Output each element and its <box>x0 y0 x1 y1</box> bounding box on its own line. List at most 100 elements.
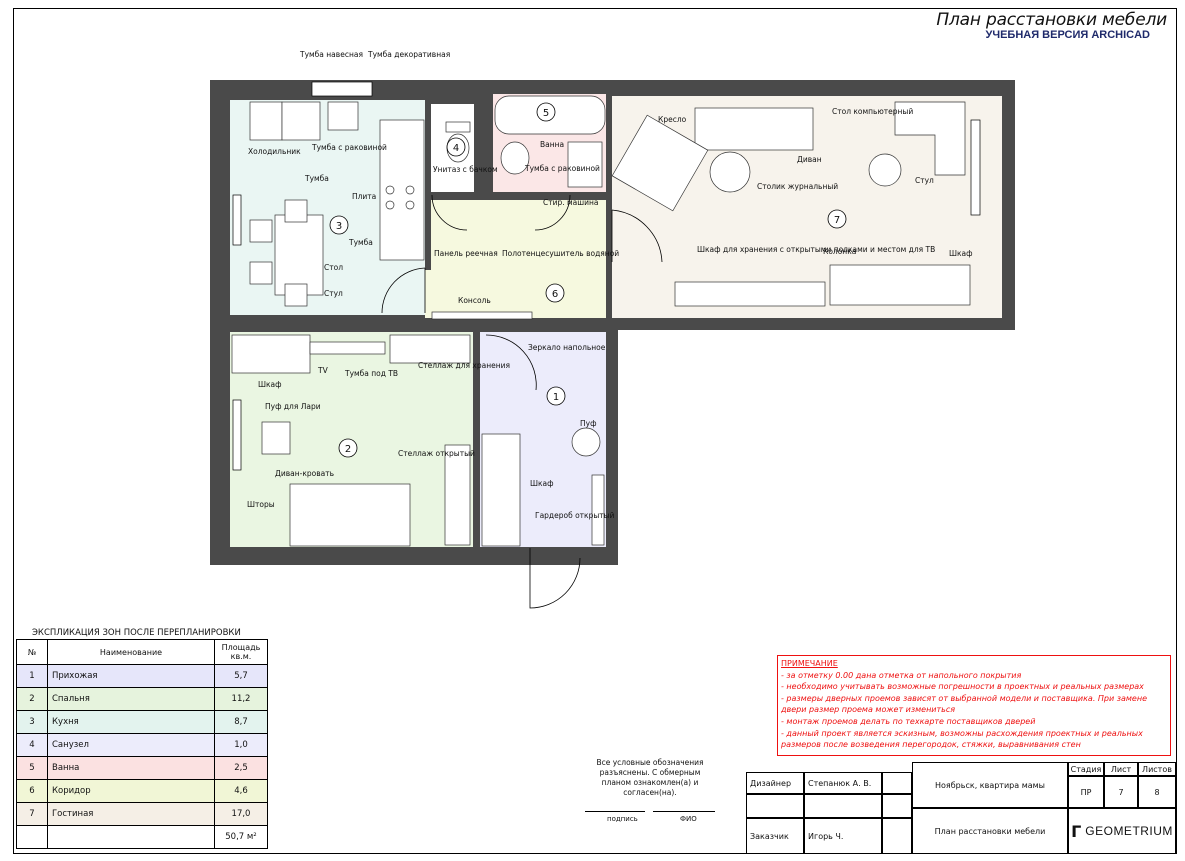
label-stellazh-hran: Стеллаж для хранения <box>418 361 510 370</box>
note-heading: ПРИМЕЧАНИЕ <box>781 659 838 668</box>
fio-label: ФИО <box>680 815 697 823</box>
geometrium-logo-icon: Γ <box>1071 821 1082 841</box>
row-name: Санузел <box>47 733 215 757</box>
console <box>431 311 533 320</box>
label-unitaz: Унитаз с бачком <box>433 165 498 174</box>
label-tumba-tv: Тумба под ТВ <box>344 369 398 378</box>
label-shkaf-tv: Шкаф для хранения с открытыми полками и … <box>697 245 935 254</box>
note-line: - размеры дверных проемов зависят от выб… <box>781 693 1148 703</box>
row-name: Прихожая <box>47 664 215 688</box>
designer-name: Степанюк А. В. <box>804 772 882 794</box>
row-name: Спальня <box>47 687 215 711</box>
label-stul-living: Стул <box>915 176 934 185</box>
label-shkaf-bed: Шкаф <box>258 380 282 389</box>
bedroom-furniture <box>231 334 471 547</box>
row-num: 7 <box>16 802 48 826</box>
room-number-markers <box>329 102 847 458</box>
label-vanna: Ванна <box>540 140 564 149</box>
label-stol: Стол <box>324 263 343 272</box>
sheet-title: План расстановки мебели <box>912 808 1068 854</box>
drawing-title: План расстановки мебели <box>936 10 1167 30</box>
label-stul-kitchen: Стул <box>324 289 343 298</box>
living-furniture <box>611 101 971 307</box>
row-name: Гостиная <box>47 802 215 826</box>
hall-furniture <box>481 427 605 547</box>
explication-caption: ЭКСПЛИКАЦИЯ ЗОН ПОСЛЕ ПЕРЕПЛАНИРОВКИ <box>32 628 241 638</box>
total-area: 50,7 м² <box>214 825 268 849</box>
row-area: 5,7 <box>214 664 268 688</box>
note-line: двери размер проема может измениться <box>781 705 956 715</box>
room-number-7: 7 <box>834 215 840 226</box>
room-number-3: 3 <box>336 221 342 232</box>
label-tumba-navesnaya: Тумба навесная <box>299 50 363 59</box>
label-shkaf-hall: Шкаф <box>530 479 554 488</box>
label-stellazh-otkr: Стеллаж открытый <box>398 449 475 458</box>
label-kolonka: Колонка <box>823 247 856 256</box>
label-garderob: Гардероб открытый <box>535 511 615 520</box>
row-num: 5 <box>16 756 48 780</box>
label-puf-lari: Пуф для Лари <box>265 402 321 411</box>
label-zerkalo: Зеркало напольное <box>528 343 606 352</box>
explication-table: ЭКСПЛИКАЦИЯ ЗОН ПОСЛЕ ПЕРЕПЛАНИРОВКИ № Н… <box>16 627 268 849</box>
label-kreslo: Кресло <box>658 115 687 124</box>
label-stolik: Столик журнальный <box>757 182 838 191</box>
customer-label: Заказчик <box>746 818 804 854</box>
label-holodilnik: Холодильник <box>248 147 301 156</box>
row-name: Кухня <box>47 710 215 734</box>
sheets-label: Листов <box>1138 762 1176 776</box>
label-tumba-1: Тумба <box>304 174 329 183</box>
note-line: - данный проект является эскизным, возмо… <box>781 728 1143 738</box>
col-area: Площадь кв.м. <box>214 639 268 665</box>
label-tv: TV <box>317 366 329 375</box>
label-shtory: Шторы <box>247 500 275 509</box>
sheet-value: 7 <box>1104 776 1138 808</box>
drawing-frame <box>13 8 1177 854</box>
label-polotence: Полотенцесушитель водяной <box>502 249 619 258</box>
label-plita: Плита <box>352 192 376 201</box>
note-line: - необходимо учитывать возможные погрешн… <box>781 682 1144 692</box>
signature-label: подпись <box>607 815 638 823</box>
row-num: 4 <box>16 733 48 757</box>
drawing-subtitle: УЧЕБНАЯ ВЕРСИЯ ARCHICAD <box>985 29 1150 41</box>
customer-name: Игорь Ч. <box>804 818 882 854</box>
label-divan: Диван <box>797 155 822 164</box>
row-area: 4,6 <box>214 779 268 803</box>
partitions <box>230 96 618 547</box>
col-name: Наименование <box>47 639 215 665</box>
row-num: 6 <box>16 779 48 803</box>
row-area: 1,0 <box>214 733 268 757</box>
label-stol-komp: Стол компьютерный <box>832 107 913 116</box>
label-divan-krovat: Диван-кровать <box>275 469 334 478</box>
row-area: 8,7 <box>214 710 268 734</box>
note-box: ПРИМЕЧАНИЕ - за отметку 0.00 дана отметк… <box>777 655 1171 756</box>
agreement-text: Все условные обозначения разъяснены. С о… <box>596 758 704 797</box>
room-number-1: 1 <box>553 392 559 403</box>
note-line: размеров после возведения перегородок, с… <box>781 740 1081 750</box>
sheets-value: 8 <box>1138 776 1176 808</box>
row-num: 1 <box>16 664 48 688</box>
row-area: 2,5 <box>214 756 268 780</box>
row-name: Коридор <box>47 779 215 803</box>
room-number-4: 4 <box>453 143 459 154</box>
label-tumba-dekor: Тумба декоративная <box>367 50 450 59</box>
sheet-label: Лист <box>1104 762 1138 776</box>
row-name: Ванна <box>47 756 215 780</box>
label-tumba-2: Тумба <box>348 238 373 247</box>
stage-label: Стадия <box>1068 762 1104 776</box>
room-number-6: 6 <box>552 289 558 300</box>
floor-plan: 1 2 3 4 5 6 7 Тумба навесная Тумба декор… <box>210 50 1015 609</box>
project-name: Ноябрьск, квартира мамы <box>912 762 1068 808</box>
label-puf: Пуф <box>580 419 597 428</box>
label-stir-mashina: Стир. машина <box>543 198 599 207</box>
label-konsol: Консоль <box>458 296 491 305</box>
label-panel: Панель реечная <box>434 249 498 258</box>
windows <box>232 81 981 471</box>
row-num: 2 <box>16 687 48 711</box>
note-line: - монтаж проемов делать по техкарте пост… <box>781 716 1036 726</box>
